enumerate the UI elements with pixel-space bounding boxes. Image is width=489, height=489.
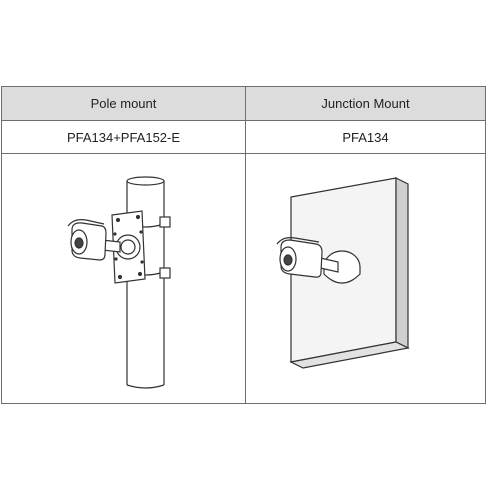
model-junction-mount: PFA134 xyxy=(342,129,389,145)
header-pole-mount: Pole mount xyxy=(90,96,157,111)
table-divider-center xyxy=(245,86,246,404)
mount-table: Pole mount Junction Mount PFA134+PFA152-… xyxy=(1,86,486,404)
table-divider-header xyxy=(1,120,486,121)
pole-mount-camera-illustration xyxy=(67,176,171,389)
table-border-left xyxy=(1,86,2,404)
wall-junction-camera-illustration xyxy=(276,177,410,369)
table-border-bottom xyxy=(1,403,486,404)
header-bg-pole xyxy=(2,87,245,120)
table-divider-model xyxy=(1,153,486,154)
header-junction-mount: Junction Mount xyxy=(321,96,410,111)
model-pole-mount: PFA134+PFA152-E xyxy=(66,129,181,145)
header-bg-junction xyxy=(246,87,485,120)
table-border-right xyxy=(485,86,486,404)
table-border-top xyxy=(1,86,486,87)
